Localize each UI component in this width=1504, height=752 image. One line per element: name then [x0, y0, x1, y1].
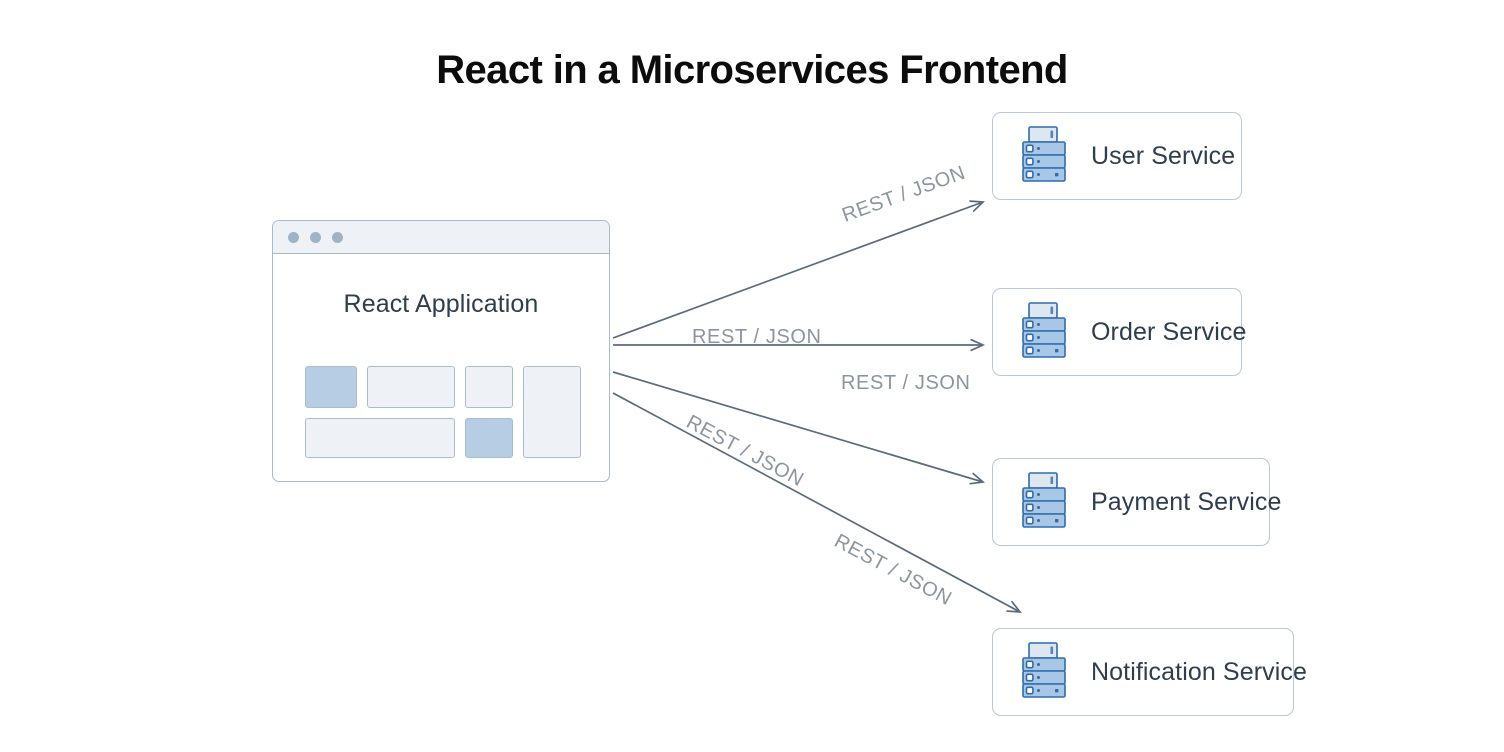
server-rack-icon — [1022, 126, 1066, 182]
server-rack-icon — [1022, 472, 1066, 528]
ui-block-5 — [305, 418, 455, 458]
server-rack-icon — [1022, 302, 1066, 358]
ui-block-3 — [465, 366, 513, 408]
ui-block-4 — [523, 366, 581, 458]
arrow-line-conn-user — [612, 201, 984, 339]
service-label-notification-service: Notification Service — [1091, 657, 1307, 686]
server-rack-icon — [1022, 642, 1066, 698]
browser-content: React Application — [273, 254, 609, 481]
service-node-user-service[interactable]: User Service — [992, 112, 1242, 200]
window-dot-green-icon[interactable] — [332, 231, 343, 243]
ui-block-1 — [305, 366, 357, 408]
service-label-user-service: User Service — [1091, 141, 1236, 170]
ui-block-6 — [465, 418, 513, 458]
arrow-label-conn-notification-label-2: REST / JSON — [831, 530, 956, 610]
arrow-head-conn-user — [969, 200, 985, 212]
arrow-line-conn-payment — [612, 371, 984, 483]
arrow-line-conn-notification — [612, 392, 1021, 613]
ui-block-grid — [305, 366, 581, 458]
service-node-payment-service[interactable]: Payment Service — [992, 458, 1281, 546]
browser-titlebar — [273, 221, 609, 254]
service-label-payment-service: Payment Service — [1091, 487, 1282, 516]
react-application-window[interactable]: React Application — [272, 220, 610, 482]
arrow-label-conn-payment: REST / JSON — [841, 372, 971, 394]
arrow-head-conn-payment — [969, 472, 985, 485]
window-dot-yellow-icon[interactable] — [310, 231, 321, 243]
page-title: React in a Microservices Frontend — [436, 48, 1068, 92]
arrow-label-conn-order: REST / JSON — [692, 326, 822, 348]
ui-block-2 — [367, 366, 455, 408]
arrow-head-conn-order — [970, 338, 986, 352]
window-dot-red-icon[interactable] — [288, 231, 299, 243]
service-label-order-service: Order Service — [1091, 317, 1247, 346]
arrow-label-conn-notification: REST / JSON — [683, 411, 808, 491]
arrow-label-conn-user: REST / JSON — [839, 162, 968, 227]
arrow-head-conn-notification — [1006, 600, 1022, 613]
service-node-notification-service[interactable]: Notification Service — [992, 628, 1307, 716]
service-node-order-service[interactable]: Order Service — [992, 288, 1246, 376]
react-application-heading: React Application — [343, 290, 539, 318]
